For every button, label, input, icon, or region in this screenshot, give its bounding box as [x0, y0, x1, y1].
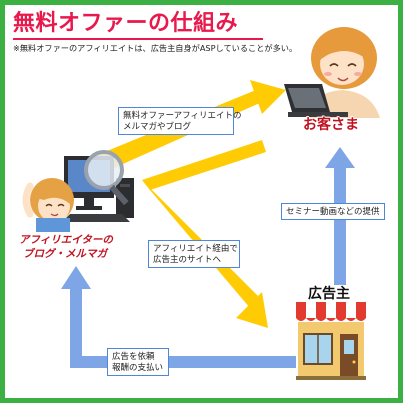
flow-label-line: セミナー動画などの提供	[286, 206, 380, 216]
flow-label-affiliate-to-customer: 無料オファーアフィリエイトの メルマガやブログ	[118, 107, 242, 135]
diagram-title: 無料オファーの仕組み	[13, 11, 239, 36]
advertiser-label: 広告主	[308, 287, 350, 302]
customer-woman-icon	[284, 27, 380, 118]
flow-label-line: 報酬の支払い	[112, 362, 164, 372]
affiliate-label-line1: アフィリエイターの	[19, 235, 113, 246]
yellow-arrow-to-advertiser	[142, 140, 268, 328]
magnifier-icon	[84, 150, 129, 206]
customer-label: お客さま	[303, 118, 359, 133]
advertiser-shop-icon	[296, 302, 366, 380]
flow-label-advertiser-to-customer: セミナー動画などの提供	[281, 203, 385, 220]
flow-label-line: 広告主のサイトへ	[153, 254, 222, 264]
flow-label-advertiser-to-affiliate: 広告を依頼 報酬の支払い	[107, 348, 169, 376]
title-underline	[13, 38, 263, 40]
affiliate-label-line2: ブログ・メルマガ	[23, 249, 107, 260]
flow-label-line: 無料オファーアフィリエイトの	[123, 110, 242, 120]
blue-arrow-advertiser-to-customer	[325, 147, 355, 285]
affiliate-woman-icon	[22, 178, 74, 232]
affiliate-label: アフィリエイターの ブログ・メルマガ	[19, 234, 113, 262]
flow-label-to-advertiser-site: アフィリエイト経由で 広告主のサイトへ	[148, 240, 240, 268]
flow-label-line: メルマガやブログ	[123, 121, 192, 131]
flow-label-line: アフィリエイト経由で	[153, 243, 238, 253]
flow-label-line: 広告を依頼	[112, 351, 155, 361]
footnote: ※無料オファーのアフィリエイトは、広告主自身がASPしていることが多い。	[13, 43, 298, 53]
